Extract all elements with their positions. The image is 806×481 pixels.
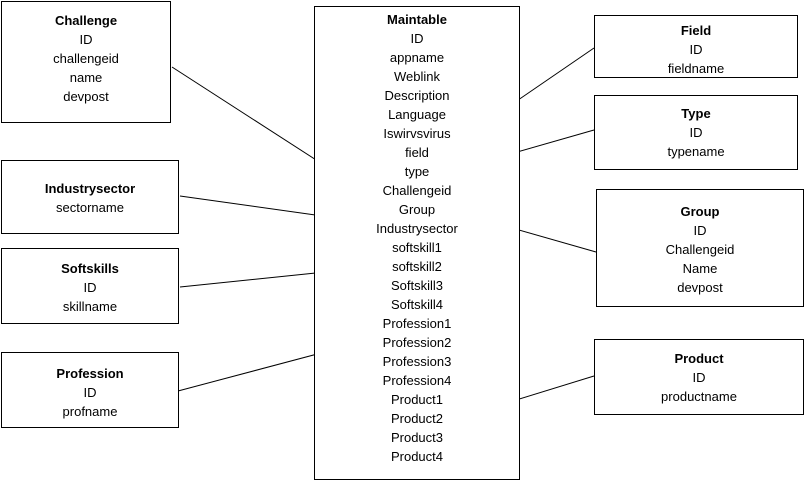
entity-field: Weblink: [393, 69, 440, 84]
entity-title: Product: [674, 351, 724, 366]
entity-field-table[interactable]: Field ID fieldname: [594, 15, 798, 78]
entity-title: Field: [680, 23, 712, 38]
entity-field: appname: [389, 50, 445, 65]
entity-field: fieldname: [667, 61, 725, 76]
entity-field: profname: [62, 404, 118, 419]
entity-field: ID: [689, 125, 703, 140]
entity-title: Maintable: [387, 12, 447, 27]
entity-field: Challengeid: [665, 242, 735, 257]
entity-softskills[interactable]: Softskills ID skillname: [1, 248, 179, 324]
entity-industrysector[interactable]: Industrysector sectorname: [1, 160, 179, 234]
entity-title: Challenge: [54, 13, 118, 28]
entity-field: Product3: [390, 430, 444, 445]
entity-title: Industrysector: [44, 181, 136, 196]
entity-product[interactable]: Product ID productname: [594, 339, 804, 415]
entity-field: ID: [692, 370, 706, 385]
entity-maintable[interactable]: Maintable ID appname Weblink Description…: [314, 6, 520, 480]
entity-field: field: [405, 145, 429, 160]
entity-field: productname: [661, 389, 737, 404]
entity-field: Softskill3: [390, 278, 444, 293]
entity-field: Softskill4: [390, 297, 444, 312]
entity-field: Iswirvsvirus: [383, 126, 451, 141]
entity-field: Name: [682, 261, 718, 276]
entity-challenge[interactable]: Challenge ID challengeid name devpost: [1, 1, 171, 123]
entity-field: softskill2: [392, 259, 442, 274]
entity-field: type: [404, 164, 430, 179]
entity-field: challengeid: [53, 51, 119, 66]
entity-field: Product2: [390, 411, 444, 426]
entity-title: Profession: [56, 366, 124, 381]
entity-field: Profession4: [382, 373, 452, 388]
entity-field: name: [69, 70, 103, 85]
entity-field: softskill1: [392, 240, 442, 255]
entity-field: Profession2: [382, 335, 452, 350]
entity-field: ID: [689, 42, 703, 57]
entity-field: Product4: [390, 449, 444, 464]
entity-group[interactable]: Group ID Challengeid Name devpost: [596, 189, 804, 307]
entity-field: Industrysector: [376, 221, 458, 236]
entity-title: Group: [680, 204, 720, 219]
entity-field: typename: [667, 144, 725, 159]
entity-type[interactable]: Type ID typename: [594, 95, 798, 170]
entity-field: Challengeid: [382, 183, 452, 198]
entity-field: sectorname: [56, 200, 124, 215]
entity-field: ID: [410, 31, 424, 46]
entity-field: ID: [83, 280, 97, 295]
entity-field: Description: [384, 88, 450, 103]
entity-field: Profession3: [382, 354, 452, 369]
entity-title: Type: [681, 106, 711, 121]
entity-field: ID: [79, 32, 93, 47]
entity-field: devpost: [63, 89, 109, 104]
entity-title: Softskills: [61, 261, 119, 276]
entity-field: Product1: [390, 392, 444, 407]
entity-field: skillname: [62, 299, 118, 314]
entity-field: Profession1: [382, 316, 452, 331]
entity-profession[interactable]: Profession ID profname: [1, 352, 179, 428]
entity-field: devpost: [677, 280, 723, 295]
entity-field: ID: [83, 385, 97, 400]
entity-field: Language: [388, 107, 446, 122]
entity-field: ID: [693, 223, 707, 238]
entity-field: Group: [398, 202, 436, 217]
